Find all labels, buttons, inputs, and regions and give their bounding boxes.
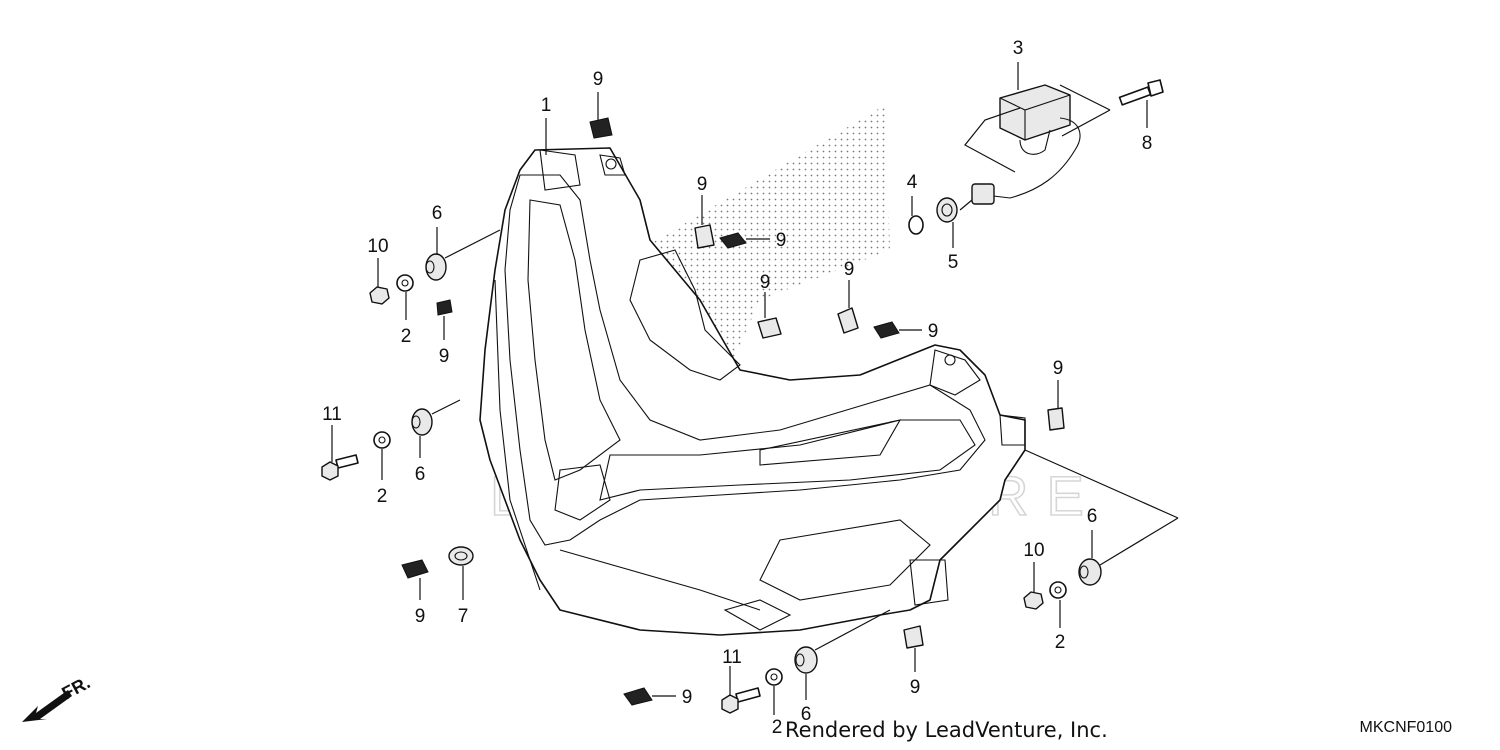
clip-part-9-bottom (623, 687, 653, 706)
grommet-part-6-middle-left (411, 408, 433, 436)
label-part-9: 9 (760, 272, 771, 293)
label-part-9: 9 (776, 230, 787, 251)
part-labels: 1 2 2 2 2 3 4 5 6 6 6 6 7 8 9 9 9 9 9 9 … (322, 38, 1152, 738)
washer-part-2-bottom (765, 668, 783, 686)
label-part-2: 2 (1055, 632, 1066, 653)
clip-part-9-center-b (719, 232, 747, 249)
clip-part-9-center-a (694, 224, 715, 249)
clip-part-9-lower-left (401, 559, 429, 579)
grommet-part-6-upper-left (425, 253, 447, 281)
label-part-11: 11 (722, 647, 742, 668)
label-part-6: 6 (801, 704, 812, 725)
label-part-9: 9 (415, 606, 426, 627)
washer-part-2-upper-left (396, 274, 414, 292)
label-part-9: 9 (928, 321, 939, 342)
clip-part-9-left (436, 299, 453, 316)
bolt-part-8 (1118, 79, 1164, 106)
label-part-11: 11 (322, 404, 342, 425)
label-part-9: 9 (593, 69, 604, 90)
label-part-9: 9 (439, 346, 450, 367)
relay-unit (964, 84, 1081, 205)
nut-part-10-left (369, 286, 390, 305)
grommet-part-5 (936, 197, 958, 223)
clip-part-9-lower-right (903, 625, 924, 649)
label-part-9: 9 (910, 677, 921, 698)
grommet-part-7 (448, 546, 474, 566)
label-part-6: 6 (1087, 506, 1098, 527)
leader-lines (331, 62, 1179, 715)
render-credit: Rendered by LeadVenture, Inc. (785, 718, 1108, 742)
label-part-8: 8 (1142, 133, 1153, 154)
label-part-9: 9 (844, 259, 855, 280)
label-part-2: 2 (401, 326, 412, 347)
clip-part-9-top (589, 117, 613, 139)
washer-part-2-right (1049, 581, 1067, 599)
label-part-2: 2 (377, 486, 388, 507)
grommet-part-6-bottom (794, 646, 818, 674)
label-part-9: 9 (1053, 358, 1064, 379)
clip-part-9-center-e (873, 321, 900, 339)
clip-part-9-center-d (837, 307, 859, 334)
front-direction-indicator: FR. (22, 672, 93, 722)
label-part-4: 4 (907, 172, 918, 193)
label-part-9: 9 (697, 174, 708, 195)
label-part-3: 3 (1013, 38, 1024, 59)
grommet-part-6-right (1078, 558, 1102, 586)
label-part-2: 2 (772, 717, 783, 738)
bolt-part-11-left (321, 454, 359, 481)
front-arrow-icon (22, 690, 72, 722)
clip-part-9-center-c (757, 317, 782, 339)
headlight-unit (479, 147, 1026, 636)
label-part-7: 7 (458, 606, 469, 627)
label-part-5: 5 (948, 252, 959, 273)
collar-part-4 (908, 215, 924, 235)
label-part-10: 10 (367, 236, 388, 257)
label-part-6: 6 (415, 464, 426, 485)
bolt-part-11-bottom (721, 687, 761, 714)
clip-part-9-right (1047, 407, 1065, 431)
diagram-code: MKCNF0100 (1359, 719, 1452, 736)
washer-part-2-middle-left (373, 431, 391, 449)
label-part-6: 6 (432, 203, 443, 224)
label-part-9: 9 (682, 687, 693, 708)
label-part-1: 1 (541, 95, 552, 116)
nut-part-10-right (1023, 591, 1044, 610)
label-part-10: 10 (1023, 540, 1044, 561)
